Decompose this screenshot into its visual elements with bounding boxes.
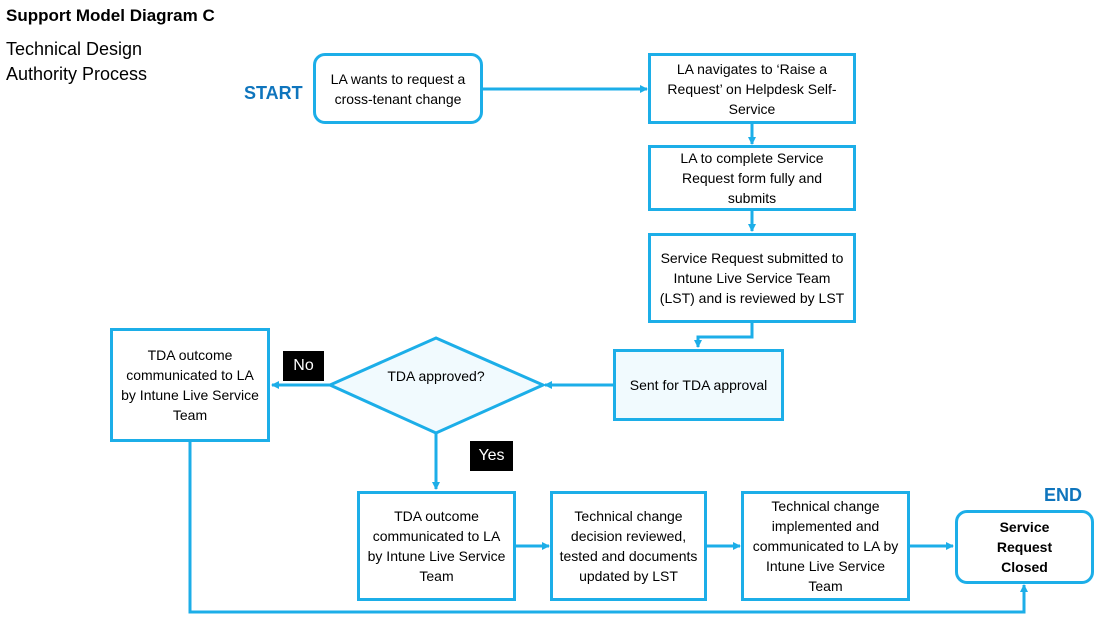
subtitle-line-1: Technical Design <box>6 39 143 59</box>
complete-form-node: LA to complete Service Request form full… <box>648 145 856 211</box>
yes-branch-tag: Yes <box>470 441 513 471</box>
sent-for-tda-node-text: Sent for TDA approval <box>629 377 768 393</box>
start-node-text: LA wants to request a cross-tenant chang… <box>330 70 466 107</box>
submitted-node: Service Request submitted to Intune Live… <box>648 233 856 323</box>
closed-node: Service Request Closed <box>955 510 1094 584</box>
reviewed-node: Technical change decision reviewed, test… <box>550 491 707 601</box>
navigate-node: LA navigates to ‘Raise a Request’ on Hel… <box>648 53 856 124</box>
sent-for-tda-node: Sent for TDA approval <box>613 349 784 421</box>
outcome-yes-node: TDA outcome communicated to LA by Intune… <box>357 491 516 601</box>
outcome-yes-node-text: TDA outcome communicated to LA by Intune… <box>367 508 506 584</box>
submitted-node-text: Service Request submitted to Intune Live… <box>659 250 845 306</box>
reviewed-node-text: Technical change decision reviewed, test… <box>559 508 698 584</box>
implemented-node: Technical change implemented and communi… <box>741 491 910 601</box>
edge-no-outcome-to-closed <box>188 441 1028 614</box>
closed-node-text: Service Request Closed <box>996 519 1053 575</box>
edge-submitted-to-sent <box>694 322 754 348</box>
no-branch-tag: No <box>283 351 324 381</box>
diagram-title: Support Model Diagram C <box>6 6 215 25</box>
decision-diamond <box>326 336 547 435</box>
decision-text: TDA approved? <box>387 368 485 384</box>
start-node: LA wants to request a cross-tenant chang… <box>313 53 483 124</box>
diagram-subtitle: Technical Design Authority Process <box>6 37 147 87</box>
complete-form-node-text: LA to complete Service Request form full… <box>680 150 824 206</box>
start-label: START <box>244 83 303 103</box>
subtitle-line-2: Authority Process <box>6 64 148 84</box>
end-label: END <box>1044 485 1083 505</box>
implemented-node-text: Technical change implemented and communi… <box>752 498 899 594</box>
outcome-no-node: TDA outcome communicated to LA by Intune… <box>110 328 270 442</box>
outcome-no-node-text: TDA outcome communicated to LA by Intune… <box>121 347 259 423</box>
navigate-node-text: LA navigates to ‘Raise a Request’ on Hel… <box>667 60 837 117</box>
